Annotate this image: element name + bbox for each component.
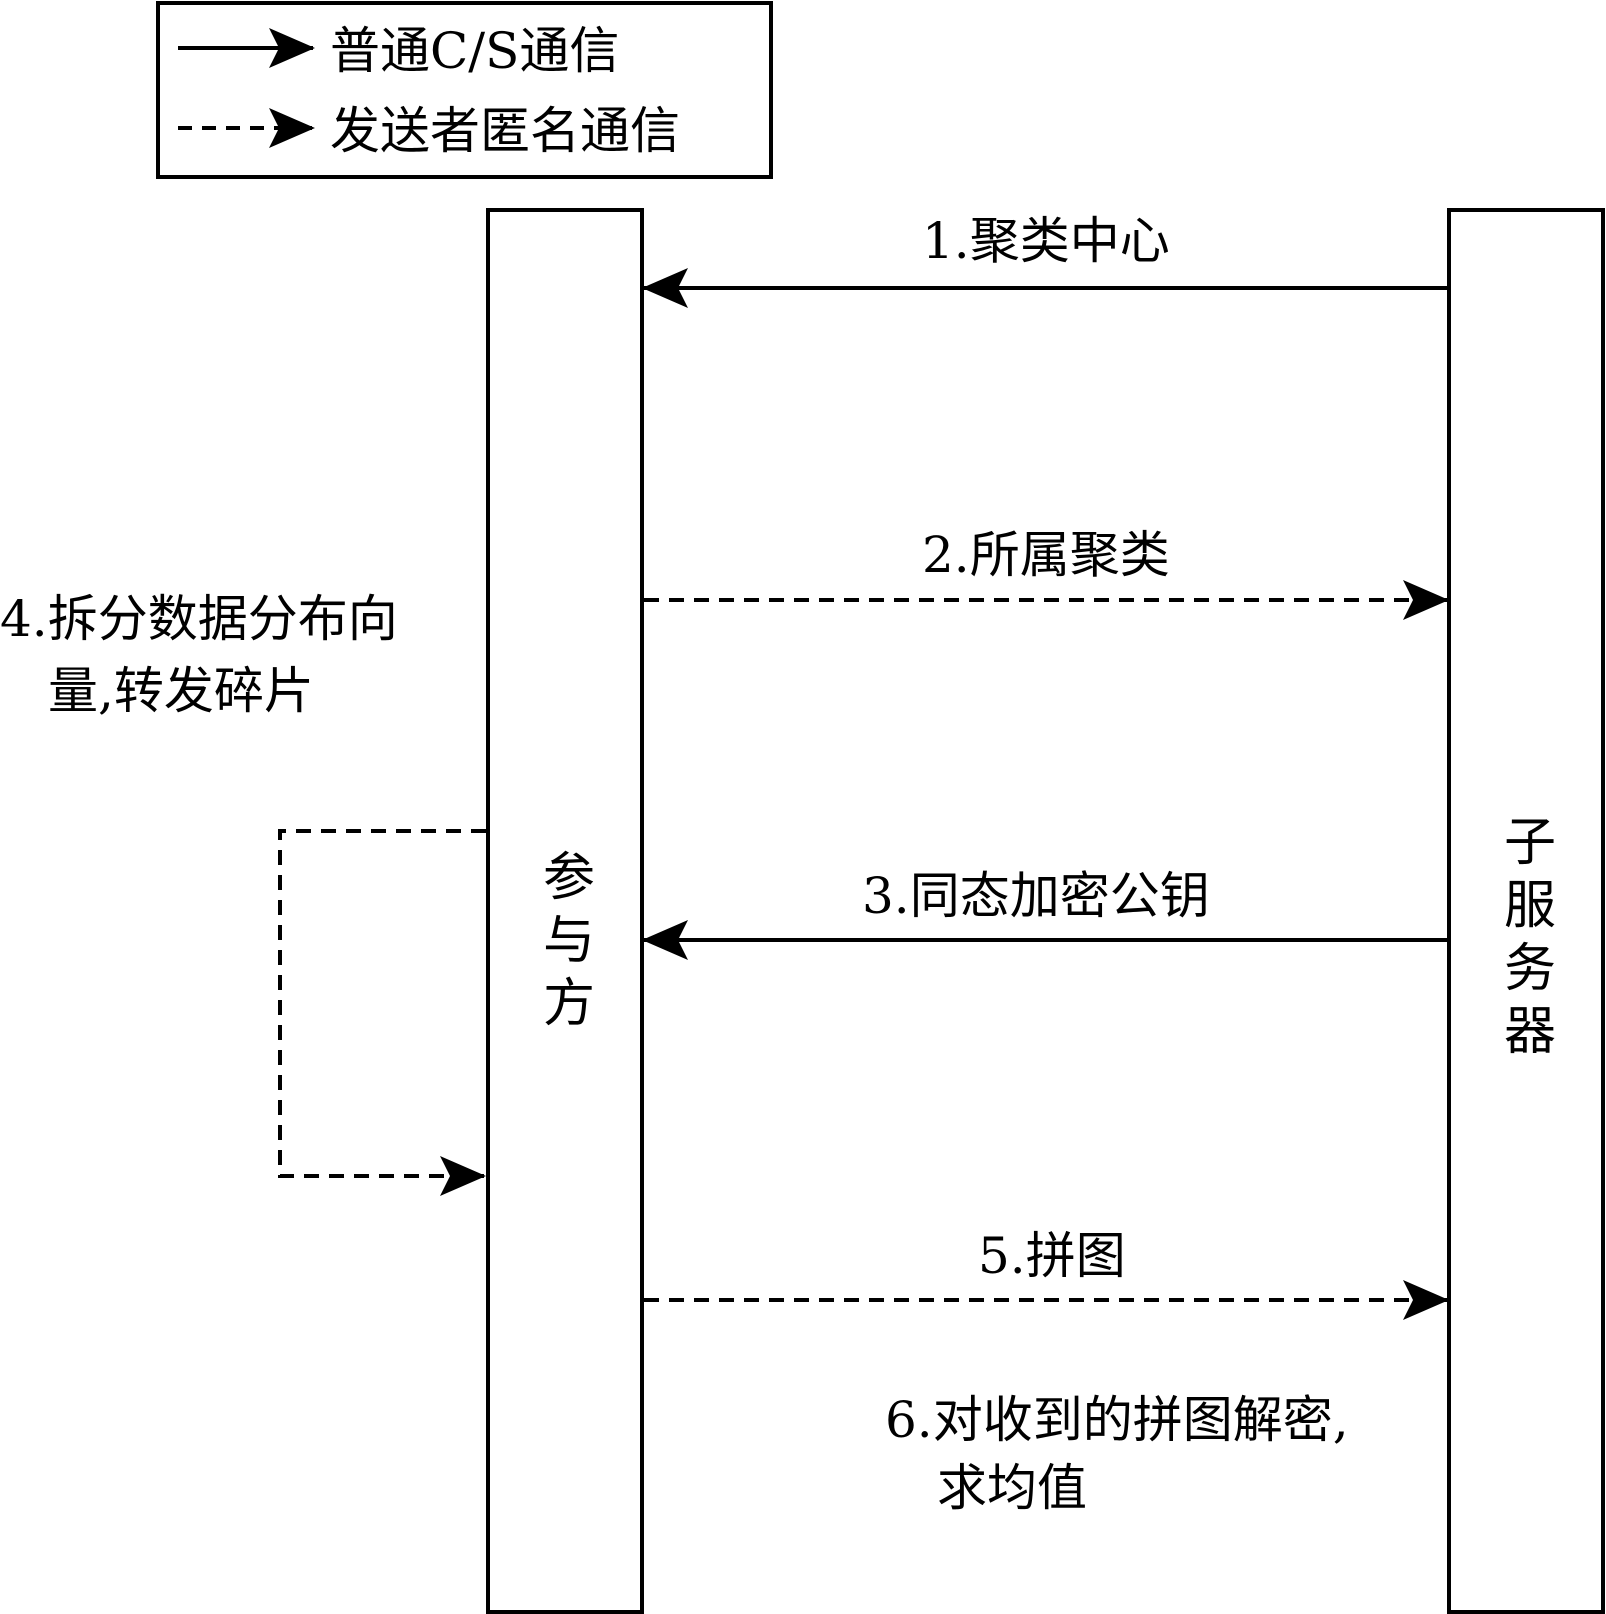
step-6-label-line-1: 6.对收到的拼图解密, [885,1391,1349,1449]
step-6-label-line-2: 求均值 [937,1459,1087,1517]
subserver-label-char-4: 器 [1504,1002,1556,1062]
message-4-label-line-2: 量,转发碎片 [48,662,314,720]
participant-label-char-2: 与 [543,911,595,971]
participant-label-char-1: 参 [543,848,595,908]
message-5-label: 5.拼图 [978,1227,1126,1285]
message-2-label: 2.所属聚类 [922,526,1170,584]
legend: 普通C/S通信 发送者匿名通信 [156,1,773,179]
participant-lifeline: 参 与 方 [486,208,644,1614]
subserver-lifeline: 子 服 务 器 [1447,208,1605,1614]
message-1: 1.聚类中心 [642,212,1449,308]
subserver-label-char-3: 务 [1504,939,1556,999]
subserver-label-char-2: 服 [1504,876,1556,936]
message-4-label-line-1: 4.拆分数据分布向 [0,590,398,648]
legend-box [156,1,773,179]
participant-box [486,208,644,1614]
subserver-label-char-1: 子 [1504,813,1556,873]
participant-label-char-3: 方 [543,974,595,1034]
legend-dashed-label: 发送者匿名通信 [330,102,680,160]
message-3-label: 3.同态加密公钥 [862,867,1210,925]
message-4-loop-arrow [278,829,486,1196]
message-5: 5.拼图 [644,1227,1449,1320]
step-6: 6.对收到的拼图解密, 求均值 [885,1391,1349,1517]
subserver-box [1447,208,1605,1614]
message-3: 3.同态加密公钥 [642,867,1449,960]
message-2: 2.所属聚类 [644,526,1449,620]
message-4: 4.拆分数据分布向 量,转发碎片 [0,590,486,1196]
message-1-label: 1.聚类中心 [922,212,1170,270]
legend-solid-label: 普通C/S通信 [330,22,619,80]
